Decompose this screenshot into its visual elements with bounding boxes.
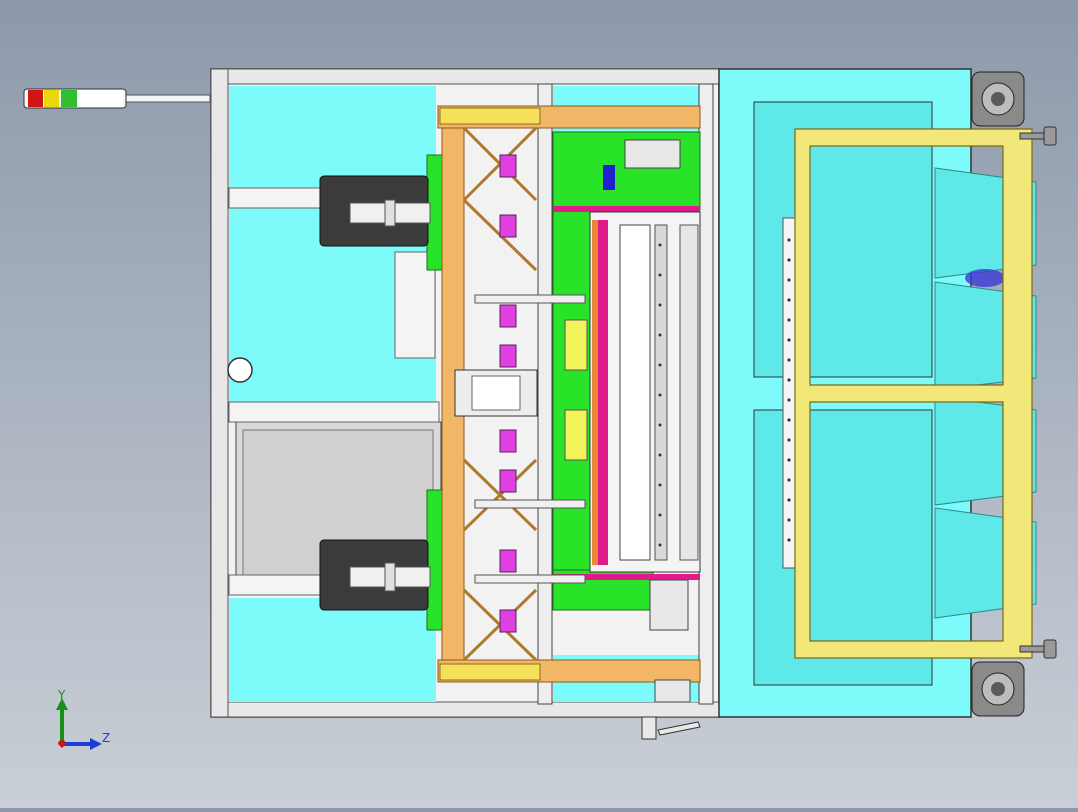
carriage-bar-yellow-top [439, 107, 541, 125]
cross-rail-middle [228, 401, 440, 423]
roller-bolts [658, 243, 662, 547]
leveling-feet [1019, 126, 1057, 659]
roller-assembly[interactable] [589, 211, 701, 573]
axis-label-z: Z [102, 731, 111, 745]
left-frame-top-rail [210, 68, 720, 85]
cylinder-upper[interactable] [319, 154, 444, 271]
mechanism-column[interactable] [454, 131, 701, 703]
magenta-strip-top [553, 206, 700, 212]
signal-light-green [61, 90, 77, 107]
divider-post-right [698, 83, 714, 705]
green-column-left [552, 209, 594, 571]
left-frame-bottom-rail [210, 701, 720, 718]
left-frame-left-post [210, 68, 229, 718]
divider-post-left [537, 83, 553, 705]
axis-y-arrowhead [56, 698, 68, 710]
horizontal-shafts [474, 294, 586, 584]
cylinder-lower[interactable] [319, 489, 444, 631]
axis-z-arrowhead [90, 738, 102, 750]
cylinder-lower-flange [426, 489, 444, 631]
cyan-panel-bottom-left [229, 598, 436, 702]
signal-light-white [78, 90, 123, 107]
roller-magenta [598, 220, 608, 565]
purple-pads [499, 154, 517, 633]
cylinder-lower-cap [384, 562, 396, 592]
cone-shadow [965, 269, 1005, 287]
signal-light-red [28, 90, 43, 107]
roller-orange [592, 220, 598, 565]
light-block-top [624, 139, 681, 169]
yellow-lug-2 [564, 409, 588, 461]
roller-grey [654, 224, 668, 561]
roller-outer [679, 224, 699, 561]
yellow-lug-1 [564, 319, 588, 371]
roller-white [619, 224, 651, 561]
yellow-frame [794, 128, 1033, 659]
caster-top [971, 71, 1025, 127]
cylinder-upper-cap [384, 199, 396, 227]
center-slide-inner [471, 375, 521, 411]
carriage-bar-yellow-bottom [439, 663, 541, 681]
axis-label-y: Y [58, 688, 66, 702]
bottom-latch [641, 716, 701, 740]
cyan-panel-top-left [229, 86, 436, 188]
gearbox-bottom [649, 579, 689, 631]
blue-part [603, 165, 615, 190]
round-port [227, 357, 253, 383]
signal-tower-mast [124, 94, 211, 103]
right-module[interactable] [718, 68, 1057, 718]
bolt-strip-holes [787, 238, 791, 542]
magenta-strip-bottom [553, 574, 700, 580]
signal-tower[interactable] [23, 88, 211, 109]
axis-origin-marker [58, 740, 66, 748]
motor-bottom [654, 679, 691, 703]
axis-triad [56, 698, 102, 750]
signal-light-yellow [44, 90, 59, 107]
carriage-frame[interactable] [437, 105, 701, 683]
caster-bottom [971, 661, 1025, 717]
bolt-strip [782, 217, 796, 569]
